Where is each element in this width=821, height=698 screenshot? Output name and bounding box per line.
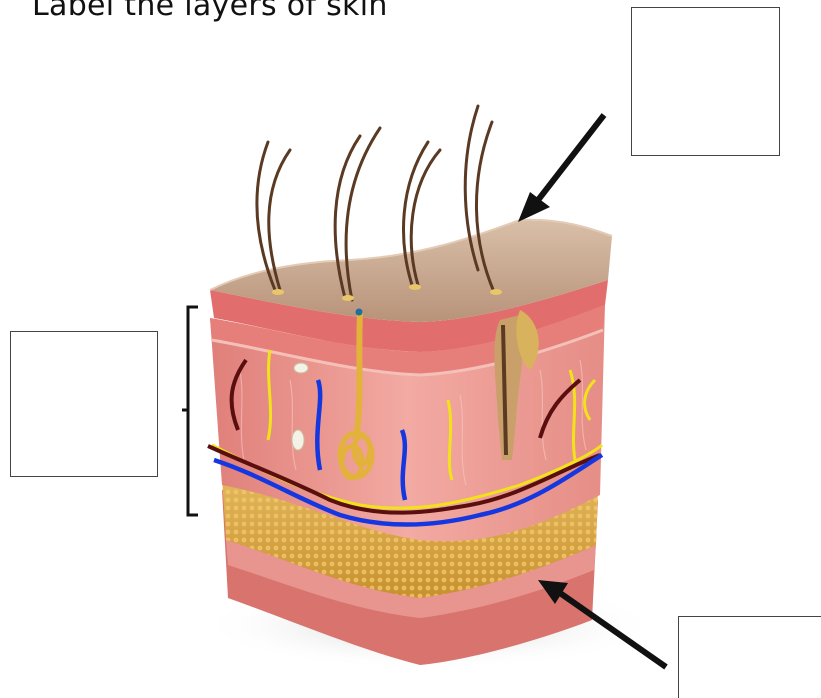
dermis-bracket [182, 307, 198, 515]
arrow-to-epidermis [518, 115, 604, 222]
